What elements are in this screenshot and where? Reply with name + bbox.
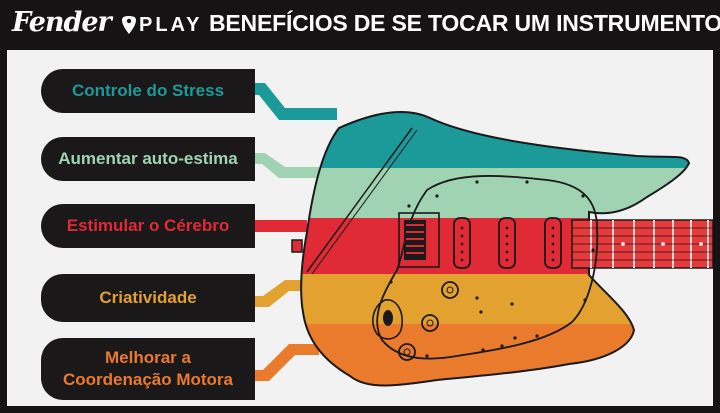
electric-guitar-illustration — [248, 83, 713, 387]
connector-band-5 — [248, 344, 319, 381]
benefit-label-line2: Coordenação Motora — [62, 370, 234, 389]
benefit-label-line1: Melhorar a — [105, 348, 191, 367]
play-logo: PLAY — [139, 14, 203, 36]
header-bar: Fender PLAY BENEFÍCIOS DE SE TOCAR UM IN… — [0, 0, 720, 50]
benefit-motor-coordination: Melhorar a Coordenação Motora — [41, 338, 255, 400]
connector-band-3 — [248, 220, 307, 232]
output-jack — [372, 299, 403, 340]
guitar-pick-icon — [122, 16, 136, 34]
benefit-stress-control: Controle do Stress — [41, 69, 255, 113]
content-panel: Controle do Stress Aumentar auto-estima … — [7, 50, 713, 406]
benefit-self-esteem: Aumentar auto-estima — [41, 137, 255, 181]
connector-band-4 — [248, 280, 312, 307]
benefit-label: Criatividade — [99, 288, 197, 307]
benefit-label: Estimular o Cérebro — [66, 216, 230, 235]
page-title: BENEFÍCIOS DE SE TOCAR UM INSTRUMENTO — [209, 10, 720, 36]
fender-logo: Fender — [12, 7, 112, 38]
guitar-neck — [571, 219, 713, 269]
strap-button — [291, 239, 303, 253]
pickups — [453, 217, 562, 269]
benefit-brain-stimulation: Estimular o Cérebro — [41, 204, 255, 248]
control-knobs — [398, 281, 459, 361]
connector-band-2 — [248, 153, 319, 178]
benefit-label: Controle do Stress — [71, 81, 225, 100]
benefit-creativity: Criatividade — [41, 274, 255, 322]
bridge — [398, 212, 440, 268]
connector-band-1 — [248, 83, 337, 120]
benefit-label: Aumentar auto-estima — [58, 149, 238, 168]
pickguard-screws — [389, 180, 595, 358]
